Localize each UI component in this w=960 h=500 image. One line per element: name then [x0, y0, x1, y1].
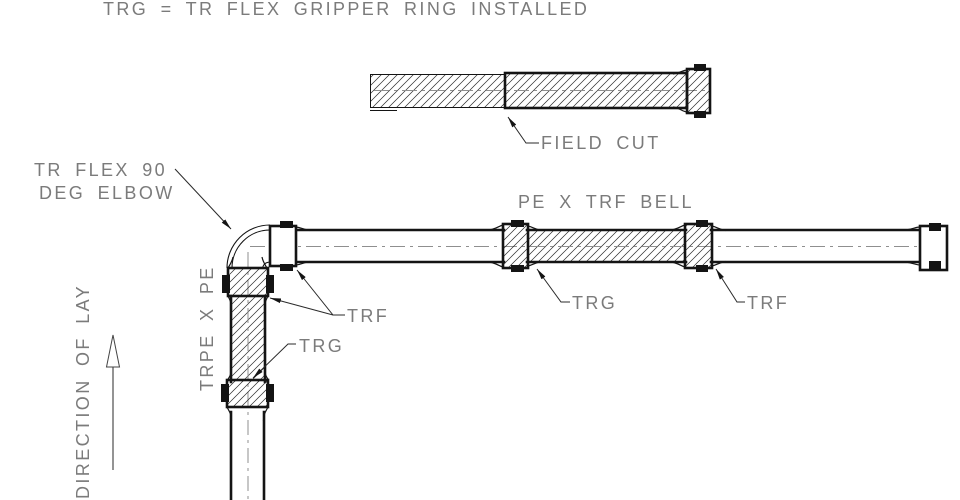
direction-arrow-head	[105, 334, 121, 368]
trg-mid-leader	[536, 268, 570, 303]
bell-flare	[226, 368, 269, 422]
trf-mid-label: TRF	[747, 293, 789, 313]
gripper-tab	[929, 261, 941, 269]
horizontal-pipe-run	[250, 220, 949, 272]
gripper-tab	[696, 265, 708, 272]
bell-flare	[488, 224, 543, 268]
gripper-tab	[694, 64, 706, 71]
elbow-fitting	[226, 224, 271, 270]
trf-mid-leader	[715, 268, 745, 303]
gripper-tab	[511, 265, 524, 272]
trg-vertical-leader	[252, 343, 296, 379]
labels: FIELD CUT TR FLEX 90 DEG ELBOW PE X TRF …	[34, 133, 789, 499]
gripper-tab	[266, 384, 274, 402]
bell-collar	[268, 224, 298, 268]
pe-x-trf-bell-label: PE X TRF BELL	[518, 192, 694, 212]
bell-flare	[295, 226, 311, 266]
gripper-tab	[280, 221, 293, 228]
gripper-tab	[266, 275, 274, 293]
gripper-tab	[222, 275, 230, 293]
direction-of-lay-label: DIRECTION OF LAY	[73, 284, 93, 499]
bell-flare	[672, 69, 688, 113]
bell-collar	[683, 222, 714, 270]
leader-lines	[174, 116, 745, 379]
gripper-tab	[280, 264, 293, 271]
gripper-tab	[221, 384, 229, 402]
pipe-walls	[294, 228, 923, 264]
trf-elbow-leader-2	[269, 297, 334, 316]
elbow-inner-corner	[261, 261, 271, 270]
bell-flare	[670, 224, 727, 268]
trf-elbow-label: TRF	[347, 306, 389, 326]
elbow-leader	[174, 168, 232, 230]
elbow-outer-wall	[226, 224, 271, 269]
gripper-tab	[694, 111, 706, 118]
bell-flare	[227, 256, 269, 311]
legend-note: TRG = TR FLEX GRIPPER RING INSTALLED	[103, 0, 589, 19]
gripper-tab	[696, 220, 708, 227]
pipe-walls	[229, 294, 267, 500]
field-cut-pipe-assembly	[370, 64, 712, 118]
bell-collar	[225, 378, 270, 409]
bell-joint	[685, 67, 712, 115]
field-cut-label: FIELD CUT	[541, 133, 661, 153]
trf-elbow-leader-1	[296, 269, 345, 316]
trg-vertical-label: TRG	[299, 336, 344, 356]
gripper-tab	[511, 220, 524, 227]
trg-mid-label: TRG	[572, 293, 617, 313]
field-cut-leader	[507, 116, 539, 144]
elbow-outer-inner-line	[231, 229, 271, 269]
elbow-label-line2: DEG ELBOW	[39, 183, 175, 203]
bell-flare	[905, 226, 921, 266]
elbow-label-line1: TR FLEX 90	[34, 160, 167, 180]
bell-collar	[501, 222, 530, 270]
vertical-pipe-run	[221, 252, 274, 500]
gripper-tab	[929, 223, 941, 231]
trpe-x-pe-label: TRPE X PE	[197, 265, 217, 391]
direction-of-lay-indicator	[105, 334, 121, 470]
bell-collar	[226, 266, 270, 298]
